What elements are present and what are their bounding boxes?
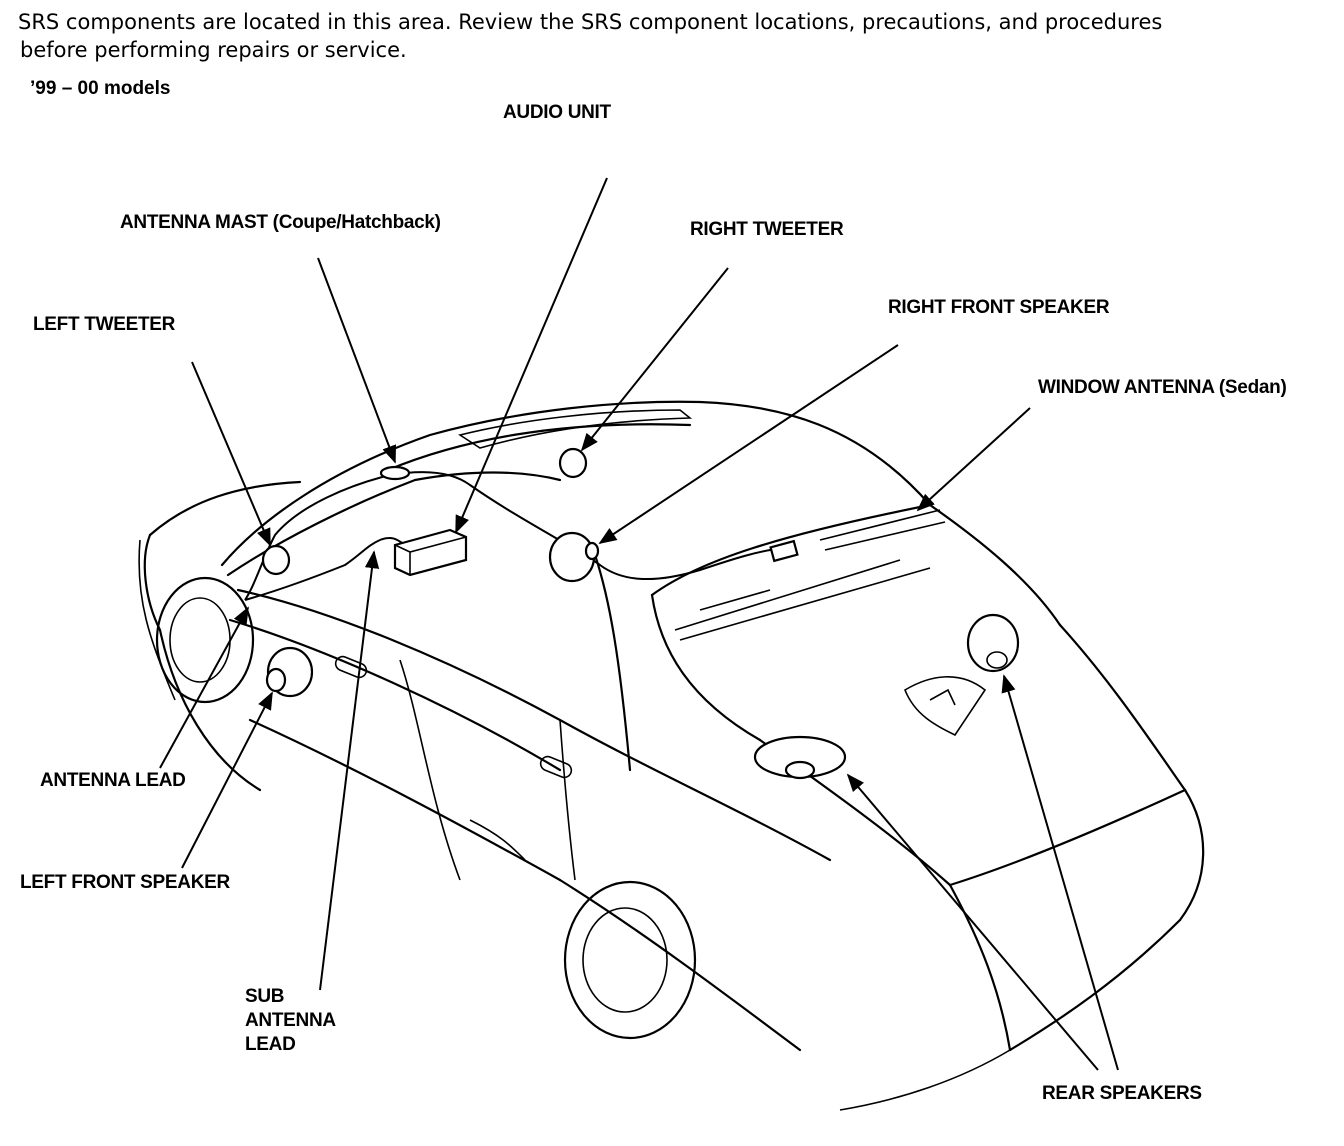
audio-unit-box: [393, 528, 468, 577]
label-antenna-mast: ANTENNA MAST (Coupe/Hatchback): [120, 212, 441, 233]
leader-antenna-mast: [317, 257, 397, 464]
leader-rear-speaker-right: [1001, 674, 1119, 1071]
leader-audio-unit: [455, 177, 608, 534]
rear-speaker-right: [966, 613, 1020, 673]
srs-notice: SRS components are located in this area.…: [18, 8, 1318, 64]
model-years-label: ’99 – 00 models: [30, 78, 171, 99]
leader-window-antenna: [916, 407, 1031, 512]
srs-notice-line-2: before performing repairs or service.: [20, 38, 407, 62]
srs-notice-line-1: SRS components are located in this area.…: [18, 10, 1163, 34]
leader-left-tweeter: [191, 361, 271, 547]
label-left-front-speaker: LEFT FRONT SPEAKER: [20, 872, 230, 893]
antenna-cable: [244, 471, 786, 601]
label-left-tweeter: LEFT TWEETER: [33, 314, 176, 335]
rear-speaker-left: [753, 735, 847, 780]
window-antenna-connector: [769, 539, 799, 563]
label-rear-speakers: REAR SPEAKERS: [1042, 1083, 1202, 1104]
leader-rear-speaker-left: [846, 773, 1099, 1071]
label-sub-antenna-lead-line-1: SUB: [245, 986, 285, 1007]
right-front-speaker-unit: [548, 531, 600, 583]
sub-antenna-cable: [244, 536, 406, 601]
leader-antenna-lead: [159, 606, 249, 769]
antenna-mast-base: [379, 465, 411, 481]
car-body: [138, 400, 1205, 1111]
right-tweeter-unit: [558, 447, 588, 479]
label-right-tweeter: RIGHT TWEETER: [690, 219, 844, 240]
label-sub-antenna-lead-line-3: LEAD: [245, 1034, 296, 1055]
leader-right-front-speaker: [598, 344, 899, 544]
label-antenna-lead: ANTENNA LEAD: [40, 770, 186, 791]
left-front-speaker-unit: [265, 646, 314, 698]
leader-right-tweeter: [580, 267, 729, 452]
label-audio-unit: AUDIO UNIT: [503, 102, 611, 123]
left-tweeter-unit: [261, 544, 291, 576]
label-window-antenna: WINDOW ANTENNA (Sedan): [1038, 377, 1287, 398]
label-sub-antenna-lead: SUB ANTENNA LEAD: [245, 985, 336, 1057]
leader-sub-antenna-lead: [319, 550, 380, 991]
label-right-front-speaker: RIGHT FRONT SPEAKER: [888, 297, 1110, 318]
label-sub-antenna-lead-line-2: ANTENNA: [245, 1010, 336, 1031]
leader-left-front-speaker: [181, 691, 273, 869]
